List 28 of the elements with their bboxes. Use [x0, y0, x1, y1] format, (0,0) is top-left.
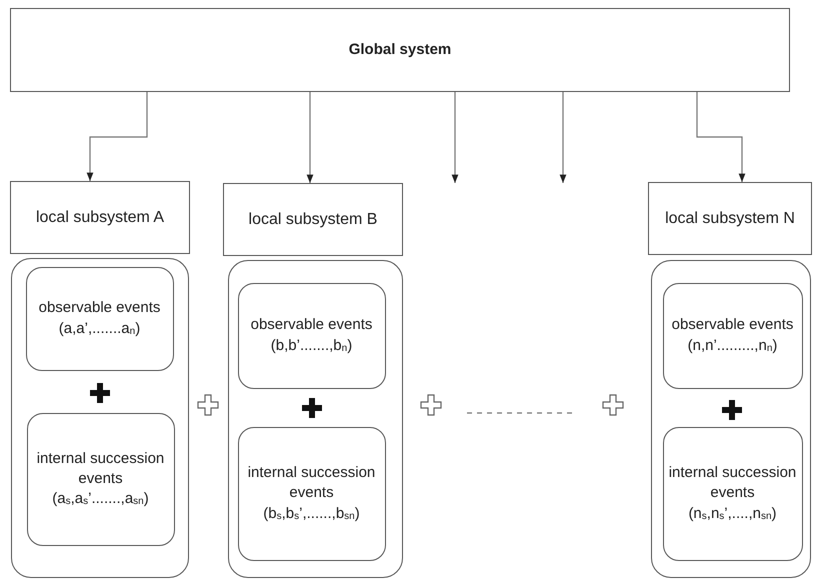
- subsystem-box: [223, 183, 403, 256]
- group-box: [11, 258, 189, 578]
- event-box: [26, 266, 174, 370]
- node-text: internal succession events (n$_{s}$,n$_{s}$’,....,n$_{sn}$): [668, 463, 798, 524]
- node-text: local subsystem A: [34, 208, 166, 228]
- subsystem-box: [648, 182, 812, 255]
- event-box: [662, 426, 802, 560]
- arrow: [306, 92, 314, 183]
- node-text: observable events (b,b’.......,b$_{n}$): [250, 315, 374, 356]
- event-box: [238, 426, 386, 560]
- arrow: [86, 92, 148, 181]
- arrow: [452, 92, 458, 183]
- group-box: [228, 260, 403, 578]
- node-text: internal succession events (a$_{s}$,a$_{s}$’.......,a$_{sn}$): [36, 448, 166, 510]
- event-box: [26, 412, 174, 546]
- node-text: Global system: [348, 40, 452, 60]
- node-text: observable events (n,n’.........,n$_{n}$): [670, 315, 794, 356]
- event-box: [662, 282, 802, 388]
- node-text: internal succession events (b$_{s}$,b$_{s}$’,......,b$_{sn}$): [246, 463, 376, 524]
- subsystem-box: [10, 181, 190, 254]
- arrow: [560, 92, 566, 183]
- node-text: observable events (a,a’,.......a$_{n}$): [38, 298, 162, 338]
- arrow: [696, 92, 746, 182]
- node-text: local subsystem B: [248, 210, 378, 230]
- group-box: [651, 260, 811, 578]
- node-text: local subsystem N: [664, 208, 796, 229]
- event-box: [238, 282, 386, 388]
- system-box: [10, 8, 790, 92]
